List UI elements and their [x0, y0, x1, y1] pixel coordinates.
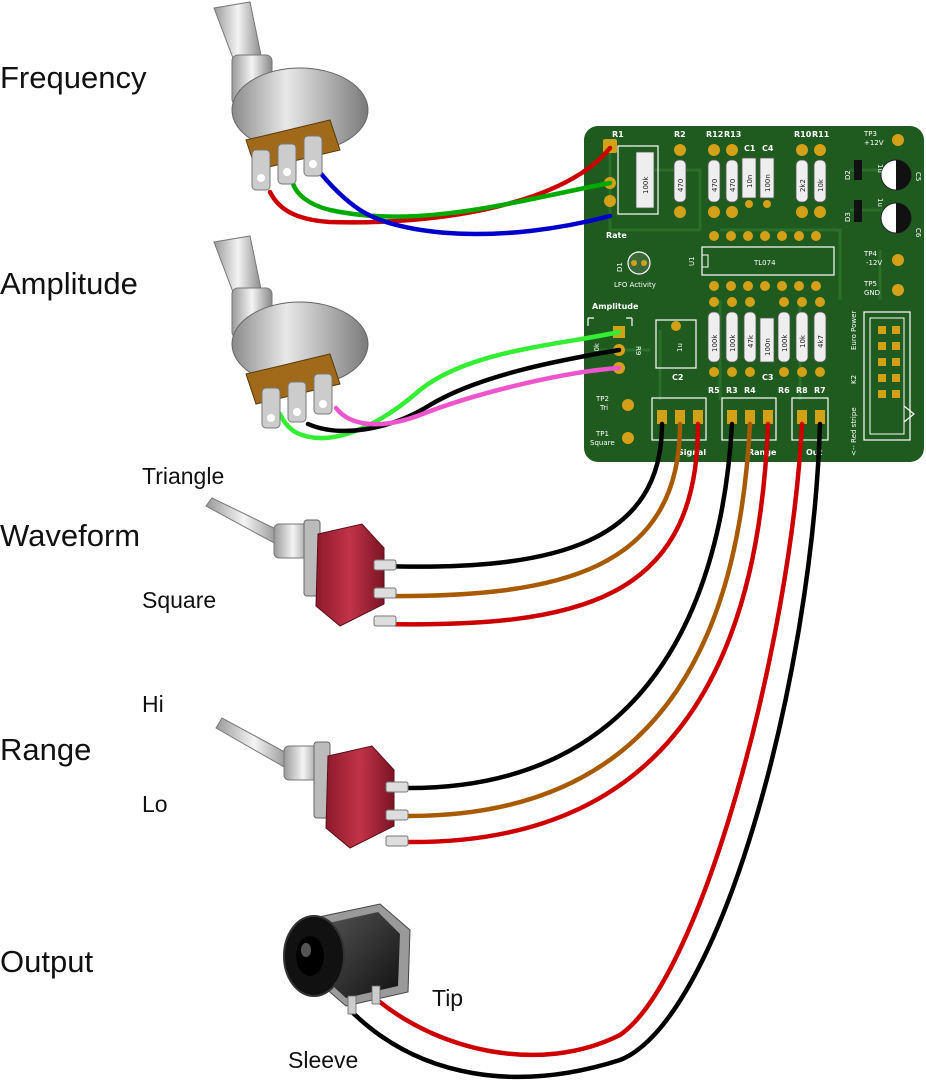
- label-tip: Tip: [432, 985, 463, 1011]
- pcb-r1-label: R1: [612, 130, 624, 139]
- label-triangle: Triangle: [142, 463, 224, 489]
- pcb-r8-value: 10k: [799, 334, 807, 348]
- pcb-r5-value: 100k: [711, 334, 719, 352]
- pcb-r11-label: R11: [812, 130, 830, 139]
- wire-waveform-brown: [377, 421, 683, 599]
- pcb-substrate: [584, 126, 924, 462]
- pcb-r4-label: R4: [744, 386, 756, 395]
- pcb-header-out-label: Out: [806, 448, 822, 457]
- pcb-tp3-label: TP3: [863, 130, 877, 138]
- wire-range-red: [402, 421, 771, 845]
- pcb-c1-label: C1: [744, 144, 756, 153]
- pcb-k2-label: K2: [850, 375, 858, 384]
- pcb-r6-value: 100k: [781, 334, 789, 352]
- wire-output-red: [377, 421, 805, 1058]
- label-frequency: Frequency: [0, 60, 147, 95]
- pcb-c3-label: C3: [762, 373, 773, 382]
- wire-output-black: [347, 421, 823, 1080]
- pcb-square-label: Square: [590, 439, 615, 447]
- pcb-c5-value: 1u: [876, 164, 884, 173]
- pcb-r12-label: R12: [706, 130, 723, 139]
- pcb-r8-label: R8: [796, 386, 808, 395]
- pcb-amplitude-label: Amplitude: [592, 302, 639, 311]
- waveform-toggle-switch[interactable]: [205, 497, 397, 627]
- pcb-r9-value: 10k: [593, 342, 601, 356]
- pcb-lfo-activity-label: LFO Activity: [614, 281, 656, 289]
- pcb-c2-label: C2: [672, 373, 683, 382]
- wire-frequency-green: [289, 177, 613, 219]
- label-amplitude: Amplitude: [0, 266, 138, 301]
- pcb-r3-value: 100k: [729, 334, 737, 352]
- pcb-r10-label: R10: [794, 130, 812, 139]
- range-toggle-switch[interactable]: [215, 717, 409, 849]
- pcb-euro-power-label: Euro Power: [850, 311, 858, 350]
- pcb-c6-label: C6: [914, 228, 922, 238]
- label-sleeve: Sleeve: [288, 1047, 358, 1073]
- pcb-d3-label: D3: [844, 212, 852, 222]
- pcb-c1-value: 10n: [746, 175, 754, 188]
- pcb-r10-value: 2k2: [799, 179, 807, 192]
- pcb-c4-value: 100n: [764, 174, 772, 192]
- label-waveform: Waveform: [0, 518, 140, 553]
- pcb-r1-value: 100k: [642, 176, 650, 194]
- pcb-d2-label: D2: [844, 170, 852, 180]
- pcb-header-signal-label: Signal: [678, 448, 706, 457]
- pcb-tp2-label: TP2: [595, 395, 609, 403]
- pcb-header-range-label: Range: [748, 448, 777, 457]
- pcb-rate-label: Rate: [606, 231, 627, 240]
- wire-amplitude-pink: [333, 365, 622, 427]
- pcb-d1-label: D1: [616, 262, 624, 272]
- pcb-r12-value: 470: [711, 179, 719, 192]
- pcb-bottom-resistors: 100k 100k 47k 100n 100k 10k 4k7: [707, 297, 827, 377]
- amplitude-potentiometer[interactable]: [213, 235, 369, 429]
- pcb-c6-value: 1u: [876, 198, 884, 207]
- wire-range-brown: [402, 421, 753, 819]
- pcb-r2-label: R2: [674, 130, 686, 139]
- pcb-r7-value: 4k7: [817, 335, 825, 348]
- wire-waveform-red: [377, 421, 701, 627]
- wire-range-black: [402, 421, 735, 791]
- pcb-board: R1 100k Rate R2 470 R12 R13 470 470 C1 C…: [584, 126, 924, 462]
- pcb-gnd-label: GND: [864, 289, 880, 297]
- frequency-potentiometer[interactable]: [213, 1, 369, 191]
- pcb-minus12-label: -12V: [866, 259, 882, 267]
- pcb-r3-label: R3: [726, 386, 738, 395]
- wire-amplitude-black: [305, 347, 622, 434]
- label-range: Range: [0, 732, 91, 767]
- pcb-r5-label: R5: [708, 386, 720, 395]
- pcb-plus12-label: +12V: [864, 139, 884, 147]
- label-square: Square: [142, 587, 216, 613]
- label-hi: Hi: [142, 691, 164, 717]
- pcb-c3-value: 100n: [764, 338, 772, 356]
- wire-amplitude-lime: [277, 329, 622, 441]
- pcb-r13-label: R13: [724, 130, 741, 139]
- pcb-u1-label: U1: [688, 256, 696, 266]
- pcb-r13-value: 470: [729, 179, 737, 192]
- pcb-tp5-label: TP5: [863, 280, 877, 288]
- pcb-r2-value: 470: [677, 179, 685, 192]
- pcb-r7-label: R7: [814, 386, 826, 395]
- wire-bundle: [267, 145, 823, 1080]
- wire-waveform-black: [377, 421, 665, 569]
- pcb-r11-value: 10k: [817, 178, 825, 192]
- pcb-tp4-label: TP4: [863, 250, 877, 258]
- pcb-c2-value: 1u: [676, 343, 684, 352]
- pcb-r4-value: 47k: [747, 334, 755, 348]
- pcb-tri-label: Tri: [599, 404, 608, 412]
- label-lo: Lo: [142, 791, 168, 817]
- pcb-tl074-label: TL074: [753, 259, 776, 267]
- pcb-red-stripe-label: <-- Red stripe: [850, 407, 858, 456]
- pcb-r9-label: R9: [634, 346, 642, 355]
- pcb-c4-label: C4: [762, 144, 774, 153]
- pcb-c5-label: C5: [914, 172, 922, 181]
- label-output: Output: [0, 944, 93, 979]
- pcb-tp1-label: TP1: [595, 430, 609, 438]
- wire-frequency-blue: [315, 167, 613, 237]
- pcb-r6-label: R6: [778, 386, 790, 395]
- output-jack[interactable]: [283, 903, 411, 1015]
